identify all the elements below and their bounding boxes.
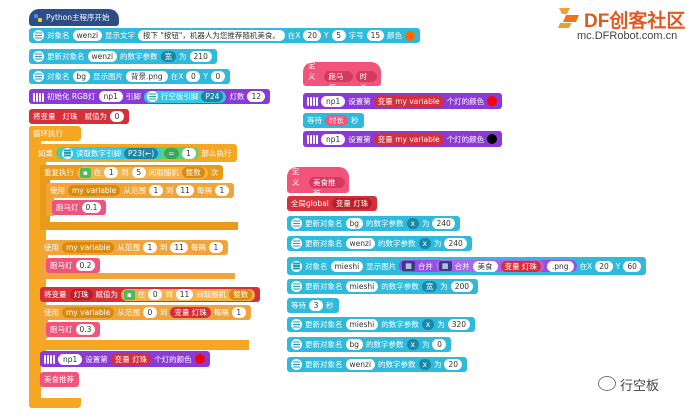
math-icon: ▪ — [124, 289, 135, 300]
unihiker-icon — [146, 91, 158, 102]
food-update-bg-x-0[interactable]: 更新对象名 bg 的数字参数 x 为 0 — [287, 337, 452, 352]
marquee-set-led-black[interactable]: np1 设置第 变量 my variable 个灯的颜色 — [303, 131, 503, 147]
define-marquee-hat[interactable]: 定义 跑马灯 时长 — [303, 61, 381, 92]
if-header[interactable]: 如果 读取数字引脚 P23(←) = 1 那么执行 — [34, 144, 237, 162]
repeat-bottom — [40, 222, 238, 230]
unihiker-pin-block[interactable]: 行空板引脚 P24 — [143, 90, 227, 103]
color-swatch-black[interactable] — [487, 134, 498, 144]
repeat-header[interactable]: 重复执行 ▪ 在 1 到 5 间取随机 整数 次 — [40, 165, 224, 180]
forever-loop-header[interactable]: 循环执行 — [29, 126, 81, 141]
unihiker-icon — [291, 238, 302, 249]
unihiker-icon — [291, 260, 302, 272]
block-use-range-1[interactable]: 使用 my variable 从范围 1 到 11 每隔 1 — [46, 183, 234, 198]
unihiker-icon — [62, 147, 73, 159]
color-swatch-orange[interactable] — [405, 30, 416, 41]
food-show-image[interactable]: 对象名 mieshi 显示图片 ▦ 合并 ▦ 合并 美食 变量 灯珠 .png … — [287, 257, 646, 275]
call-marquee-3[interactable]: 跑马灯 0.3 — [46, 322, 101, 337]
block-init-rgb[interactable]: 初始化 RGB灯 np1 引脚 行空板引脚 P24 灯数 12 — [29, 89, 270, 104]
use-range-2-body — [40, 253, 48, 275]
color-swatch-red[interactable] — [487, 96, 498, 106]
my-variable-slot[interactable]: 变量 my variable — [373, 133, 444, 145]
random-block-2[interactable]: ▪ 在 0 到 11 间取随机 整数 — [121, 288, 256, 301]
forever-loop-bottom — [29, 398, 81, 408]
food-update-wenzi-x-20[interactable]: 更新对象名 wenzi 的数字参数 x 为 20 — [287, 357, 468, 372]
main-hat-block[interactable]: Python主程序开始 — [29, 9, 119, 26]
python-icon — [34, 13, 42, 22]
unihiker-icon — [33, 30, 44, 41]
use-range-1-body — [46, 196, 54, 216]
unihiker-icon — [291, 218, 302, 229]
rgb-strip-icon — [44, 354, 55, 364]
brand-watermark: DF创客社区 — [584, 11, 686, 32]
text-icon: ▦ — [438, 261, 452, 271]
var-led-slot[interactable]: 变量 灯珠 — [500, 260, 541, 272]
food-update-mieshi-x-320[interactable]: 更新对象名 mieshi 的数字参数 x 为 320 — [287, 317, 476, 332]
unihiker-icon — [291, 339, 302, 350]
marquee-wait[interactable]: 等待 时长 秒 — [303, 113, 364, 128]
rgb-strip-icon — [307, 96, 318, 106]
block-show-image[interactable]: 对象名 bg 显示图片 背景.png 在X 0 Y 0 — [29, 69, 230, 84]
block-set-led-color[interactable]: np1 设置第 变量 灯珠 个灯的颜色 — [40, 351, 210, 367]
unihiker-icon — [291, 319, 302, 330]
call-marquee-2[interactable]: 跑马灯 0.2 — [46, 258, 101, 273]
food-update-wenzi-x-240[interactable]: 更新对象名 wenzi 的数字参数 x 为 240 — [287, 236, 472, 251]
merge-inner-block[interactable]: ▦ 合并 美食 变量 灯珠 — [435, 260, 544, 272]
block-update-width[interactable]: 更新对象名 wenzi 的数字参数 宽 为 210 — [29, 49, 217, 64]
var-led-slot[interactable]: 变量 灯珠 — [170, 307, 211, 318]
main-hat-label: Python主程序开始 — [46, 13, 110, 22]
rgb-strip-icon — [307, 134, 318, 144]
merge-outer-block[interactable]: ▦ 合并 ▦ 合并 美食 变量 灯珠 .png — [399, 260, 577, 272]
math-icon: ▪ — [80, 167, 91, 178]
call-marquee-1[interactable]: 跑马灯 0.1 — [52, 200, 107, 215]
call-food-recommend[interactable]: 美食推荐 — [40, 372, 79, 387]
use-range-3-body — [40, 318, 48, 338]
marquee-set-led-red[interactable]: np1 设置第 变量 my variable 个灯的颜色 — [303, 93, 503, 109]
read-digital-block[interactable]: 读取数字引脚 P23(←) — [59, 147, 162, 159]
url-watermark: mc.DFRobot.com.cn — [577, 30, 678, 42]
food-update-bg-x-240[interactable]: 更新对象名 bg 的数字参数 x 为 240 — [287, 216, 460, 231]
block-set-var[interactable]: 将变量 灯珠 赋值为 0 — [29, 109, 129, 124]
var-led-slot[interactable]: 变量 灯珠 — [331, 198, 373, 209]
use-range-2-bottom — [40, 273, 235, 279]
my-variable-slot[interactable]: 变量 my variable — [373, 95, 444, 107]
if-bottom — [34, 340, 249, 350]
block-show-text[interactable]: 对象名 wenzi 显示文字 按下 "按钮"，机器人为您推荐随机美食。 在X 2… — [29, 28, 421, 43]
rgb-strip-icon — [33, 92, 44, 102]
random-block[interactable]: ▪ 在 1 到 5 间取随机 整数 — [77, 166, 208, 179]
dfrobot-logo-icon — [558, 8, 579, 28]
unihiker-icon — [33, 51, 44, 62]
block-use-range-2[interactable]: 使用 my variable 从范围 1 到 11 每隔 1 — [40, 240, 228, 255]
food-global[interactable]: 全局global 变量 灯珠 — [287, 196, 378, 211]
block-set-led-random[interactable]: 将变量 灯珠 赋值为 ▪ 在 0 到 11 间取随机 整数 — [40, 287, 261, 302]
var-led-slot[interactable]: 变量 灯珠 — [110, 353, 152, 365]
color-swatch-red[interactable] — [194, 354, 205, 364]
unihiker-icon — [33, 71, 44, 82]
compare-block[interactable]: 读取数字引脚 P23(←) = 1 — [56, 147, 199, 159]
food-update-mieshi-width-200[interactable]: 更新对象名 mieshi 的数字参数 宽 为 200 — [287, 279, 479, 294]
unihiker-icon — [291, 281, 302, 292]
wechat-icon — [598, 376, 616, 391]
unihiker-icon — [291, 359, 302, 370]
bottom-watermark: 行空板 — [620, 378, 660, 393]
block-use-range-3[interactable]: 使用 my variable 从范围 0 到 变量 灯珠 每隔 1 — [40, 305, 251, 320]
define-food-hat[interactable]: 定义 美食推荐 — [287, 167, 349, 198]
food-wait[interactable]: 等待 3 秒 — [287, 298, 339, 313]
text-icon: ▦ — [402, 261, 415, 271]
repeat-block[interactable] — [40, 165, 50, 230]
